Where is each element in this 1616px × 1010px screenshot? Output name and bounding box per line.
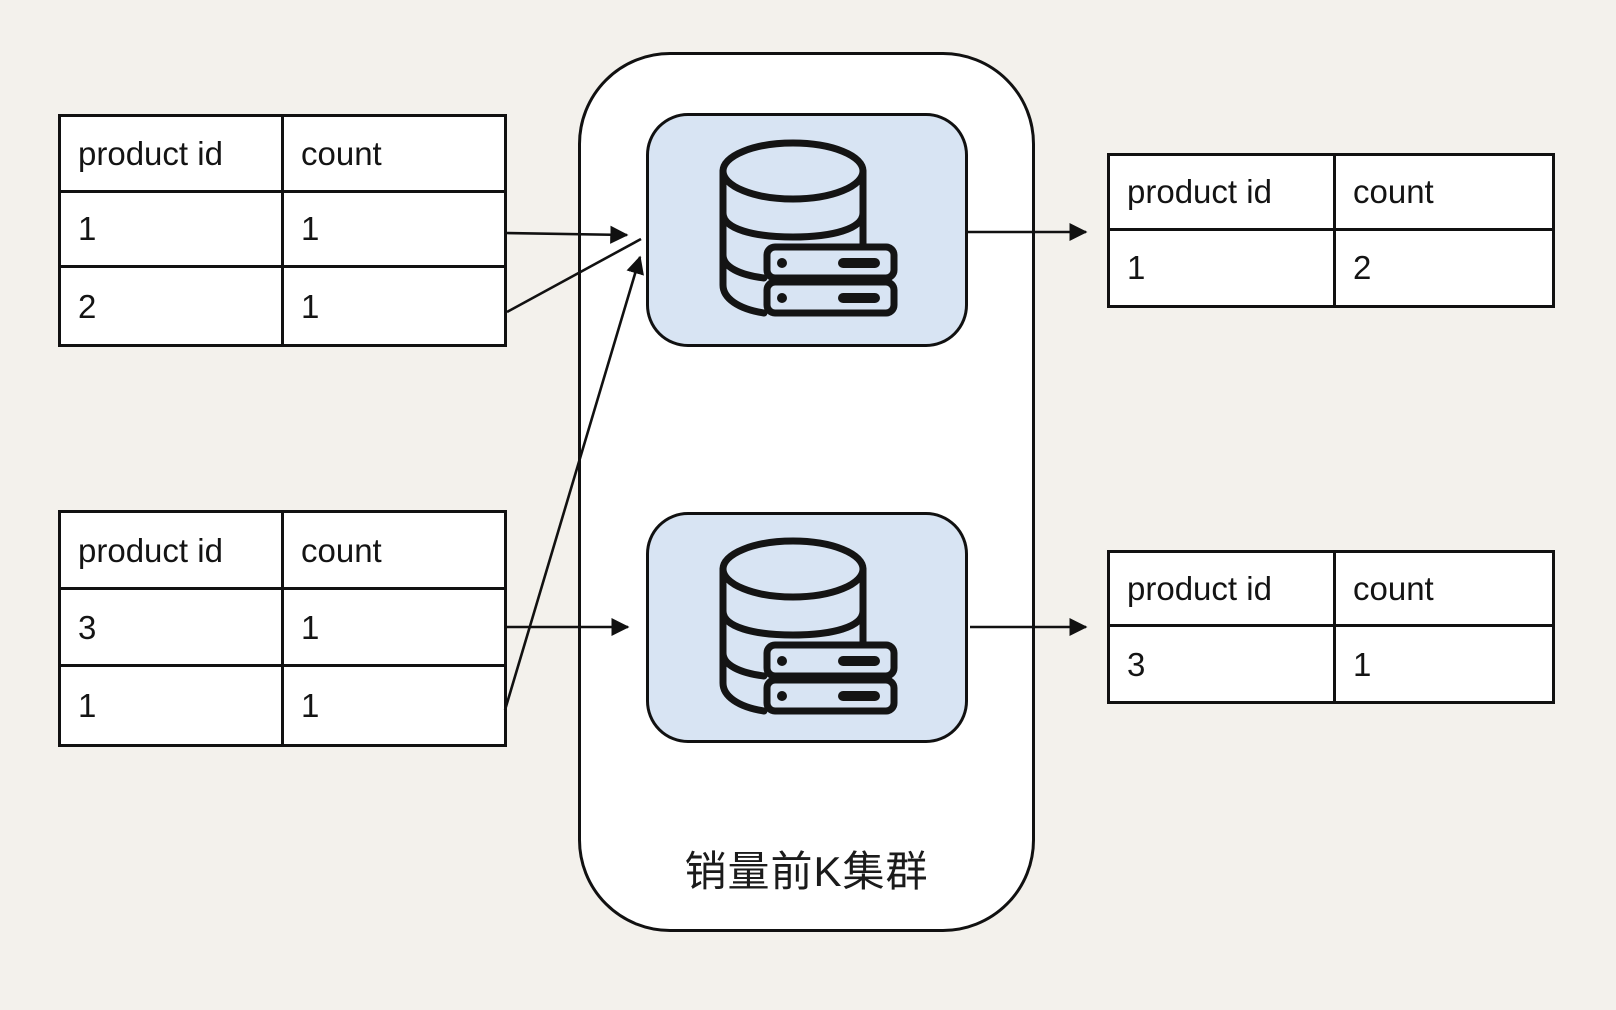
table-header-cell: product id [61, 513, 284, 590]
table-cell: 1 [284, 667, 504, 744]
table-header-cell: count [284, 117, 504, 193]
table-header-cell: product id [61, 117, 284, 193]
table-cell: 3 [61, 590, 284, 667]
output-table-1: product id count 1 2 [1107, 153, 1555, 308]
table-cell: 1 [1110, 230, 1336, 305]
input-table-1: product id count 1 1 2 1 [58, 114, 507, 347]
table-header-cell: product id [1110, 553, 1336, 627]
database-server-icon [719, 537, 898, 714]
table-cell: 3 [1110, 627, 1336, 701]
table-header-cell: count [284, 513, 504, 590]
shard-node-2 [646, 512, 968, 743]
table-cell: 1 [284, 268, 504, 344]
table-cell: 2 [1336, 230, 1552, 305]
table-cell: 1 [61, 667, 284, 744]
input-table-2: product id count 3 1 1 1 [58, 510, 507, 747]
table-cell: 1 [284, 192, 504, 269]
table-header-cell: count [1336, 156, 1552, 231]
database-server-icon [719, 139, 898, 317]
table-cell: 1 [61, 192, 284, 269]
table-cell: 2 [61, 268, 284, 344]
table-header-cell: count [1336, 553, 1552, 627]
table-cell: 1 [284, 590, 504, 667]
cluster-label: 销量前K集群 [684, 848, 929, 895]
shard-node-1 [646, 113, 968, 347]
output-table-2: product id count 3 1 [1107, 550, 1555, 704]
table-cell: 1 [1336, 627, 1552, 701]
table-header-cell: product id [1110, 156, 1336, 231]
